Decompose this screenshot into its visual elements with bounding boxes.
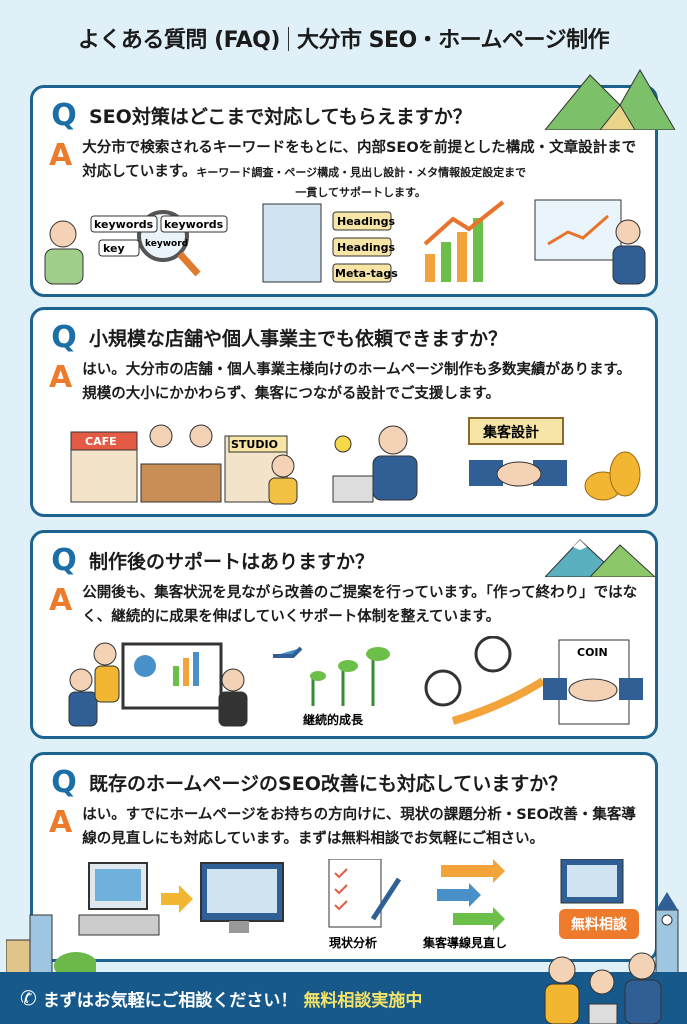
a-mark: A [49,583,73,618]
answer: はい。大分市の店舗・個人事業主様向けのホームページ制作も多数実績があります。規模… [82,362,632,402]
q-mark: Q [51,97,77,133]
q-mark: Q [51,319,77,355]
svg-text:継続的成長: 継続的成長 [303,712,364,727]
mountain-icon [545,69,675,130]
title-divider [287,27,289,51]
question: 小規模な店舗や個人事業主でも依頼できますか？ [89,327,508,350]
footer-highlight: 無料相談実施中 [303,990,423,1011]
svg-text:集客導線見直し: 集客導線見直し [422,935,507,950]
renewal-illustration: 現状分析 集客導線見直し 無料相談 [33,858,655,951]
kw-label: keywords [94,218,154,231]
footer-banner[interactable]: ✆ まずはお気軽にご相談ください！ 無料相談実施中 [0,952,687,1024]
footer-text: まずはお気軽にご相談ください！ [42,990,298,1011]
seo-illustration: keywords key keywords keyword Headings H… [33,194,655,286]
faq-card-2: Q 小規模な店舗や個人事業主でも依頼できますか？ A はい。大分市の店舗・個人事業主… [30,307,658,517]
staff-illustration [544,952,662,1024]
question: SEO対策はどこまで対応してもらえますか？ [89,105,472,128]
svg-text:CAFE: CAFE [85,435,117,448]
a-mark: A [49,138,73,173]
small-business-illustration: CAFE STUDIO 集客設計 [33,414,655,506]
clock-tower-icon [655,892,679,976]
a-mark: A [49,805,73,840]
svg-text:COIN: COIN [577,646,608,659]
faq-card-4: Q 既存のホームページのSEO改善にも対応していますか？ A はい。すでにホームペー… [30,752,658,962]
svg-text:集客設計: 集客設計 [482,424,539,441]
page-title: よくある質問 (FAQ) 大分市 SEO・ホームページ制作 [0,22,687,54]
answer: はい。すでにホームページをお持ちの方向けに、現状の課題分析・SEO改善・集客導線… [82,807,636,847]
support-illustration: 継続的成長 COIN [33,635,655,728]
q-mark: Q [51,764,77,800]
a-mark: A [49,360,73,395]
free-consultation-button[interactable]: 無料相談 [559,909,639,939]
faq-card-3: Q 制作後のサポートはありますか？ A 公開後も、集客状況を見ながら改善のご提案を行… [30,530,658,739]
kw-label-short: key [103,242,125,255]
svg-text:Meta-tags: Meta-tags [335,267,398,280]
q-mark: Q [51,542,77,578]
title-left: よくある質問 (FAQ) [77,28,281,53]
mountain-icon [545,539,655,577]
svg-text:STUDIO: STUDIO [231,438,278,451]
svg-text:現状分析: 現状分析 [329,935,377,950]
svg-text:Headings: Headings [337,215,395,228]
question: 既存のホームページのSEO改善にも対応していますか？ [89,772,568,795]
phone-icon: ✆ [20,986,37,1010]
title-right: 大分市 SEO・ホームページ制作 [296,28,610,53]
kw-label-2: keywords [164,218,224,231]
answer: 大分市で検索されるキーワードをもとに、内部SEOを前提とした構成・文章設計まで対… [82,140,637,199]
magnifier-label: keyword [145,239,188,249]
answer: 公開後も、集客状況を見ながら改善のご提案を行っています。「作って終わり」ではなく… [82,585,638,625]
svg-text:Headings: Headings [337,241,395,254]
city-buildings-icon [6,914,96,976]
question: 制作後のサポートはありますか？ [89,550,375,573]
